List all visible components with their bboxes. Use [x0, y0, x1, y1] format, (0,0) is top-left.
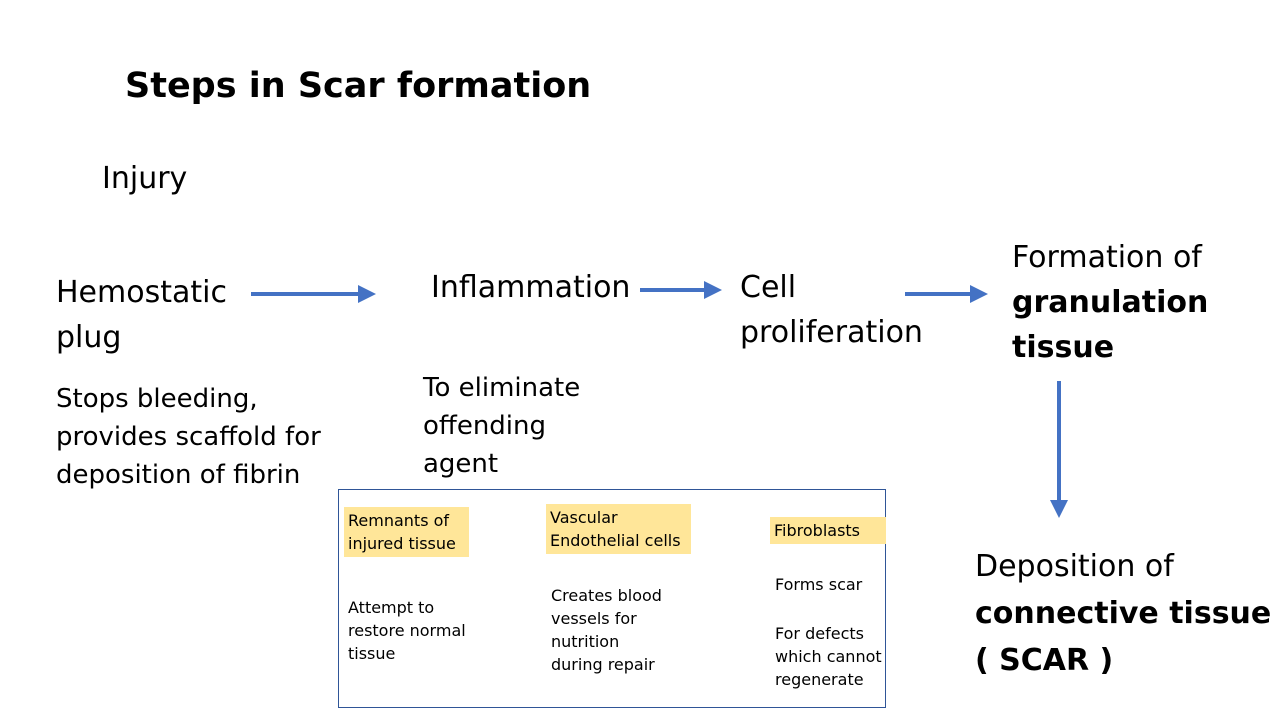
granulation-line3: tissue	[1012, 330, 1115, 365]
arrow-hemostatic-to-inflammation	[251, 285, 376, 303]
fibroblasts-note-line: For defects	[775, 624, 864, 643]
remnants-header-line: Remnants of	[348, 511, 450, 530]
vascular-note-line: during repair	[551, 655, 655, 674]
inflammation-desc-line: agent	[423, 449, 499, 479]
cell-proliferation-line1: Cell	[740, 270, 797, 305]
remnants-note-line: tissue	[348, 644, 396, 663]
inflammation-label: Inflammation	[431, 270, 631, 305]
granulation-tissue-label: Formation of granulation tissue	[1012, 235, 1208, 370]
highlight-vascular-endothelial: Vascular Endothelial cells	[546, 504, 691, 554]
cell-proliferation-label: Cell proliferation	[740, 265, 923, 355]
deposition-line2: connective tissue	[975, 596, 1272, 631]
highlight-remnants: Remnants of injured tissue	[344, 507, 469, 557]
remnants-note-line: restore normal	[348, 621, 466, 640]
remnants-note-line: Attempt to	[348, 598, 435, 617]
vascular-header-line: Vascular	[550, 508, 618, 527]
hemostatic-plug-label: Hemostatic plug	[56, 270, 227, 360]
hemostatic-desc-line: provides scaffold for	[56, 422, 321, 452]
arrow-inflammation-to-proliferation	[640, 281, 722, 299]
arrow-proliferation-to-granulation	[905, 285, 988, 303]
injury-label: Injury	[102, 161, 188, 196]
fibroblasts-note-line: which cannot	[775, 647, 882, 666]
hemostatic-description: Stops bleeding, provides scaffold for de…	[56, 380, 321, 494]
deposition-label: Deposition of connective tissue ( SCAR )	[975, 543, 1271, 684]
vascular-note-line: nutrition	[551, 632, 620, 651]
remnants-header-line: injured tissue	[348, 534, 456, 553]
highlight-fibroblasts: Fibroblasts	[770, 517, 886, 544]
inflammation-description: To eliminate offending agent	[423, 369, 580, 483]
inflammation-desc-line: offending	[423, 411, 547, 441]
fibroblasts-note-line: Forms scar	[775, 575, 863, 594]
inflammation-desc-line: To eliminate	[423, 373, 581, 403]
cell-types-box: Remnants of injured tissue Attempt to re…	[338, 489, 886, 708]
vascular-notes: Creates blood vessels for nutrition duri…	[551, 584, 662, 676]
arrow-granulation-to-deposition	[1050, 381, 1068, 518]
deposition-line3: ( SCAR )	[975, 643, 1114, 678]
fibroblasts-header-line: Fibroblasts	[774, 521, 861, 540]
deposition-line1: Deposition of	[975, 549, 1174, 584]
hemostatic-desc-line: deposition of fibrin	[56, 460, 301, 490]
fibroblasts-note-line: regenerate	[775, 670, 864, 689]
page-title: Steps in Scar formation	[125, 66, 592, 106]
vascular-note-line: Creates blood	[551, 586, 662, 605]
remnants-notes: Attempt to restore normal tissue	[348, 596, 466, 665]
hemostatic-line2: plug	[56, 320, 122, 355]
cell-proliferation-line2: proliferation	[740, 315, 923, 350]
vascular-header-line: Endothelial cells	[550, 531, 681, 550]
granulation-line2: granulation	[1012, 285, 1209, 320]
fibroblasts-notes-2: For defects which cannot regenerate	[775, 622, 882, 691]
hemostatic-line1: Hemostatic	[56, 275, 227, 310]
vascular-note-line: vessels for	[551, 609, 637, 628]
granulation-line1: Formation of	[1012, 240, 1202, 275]
fibroblasts-notes-1: Forms scar	[775, 573, 862, 596]
hemostatic-desc-line: Stops bleeding,	[56, 384, 258, 414]
